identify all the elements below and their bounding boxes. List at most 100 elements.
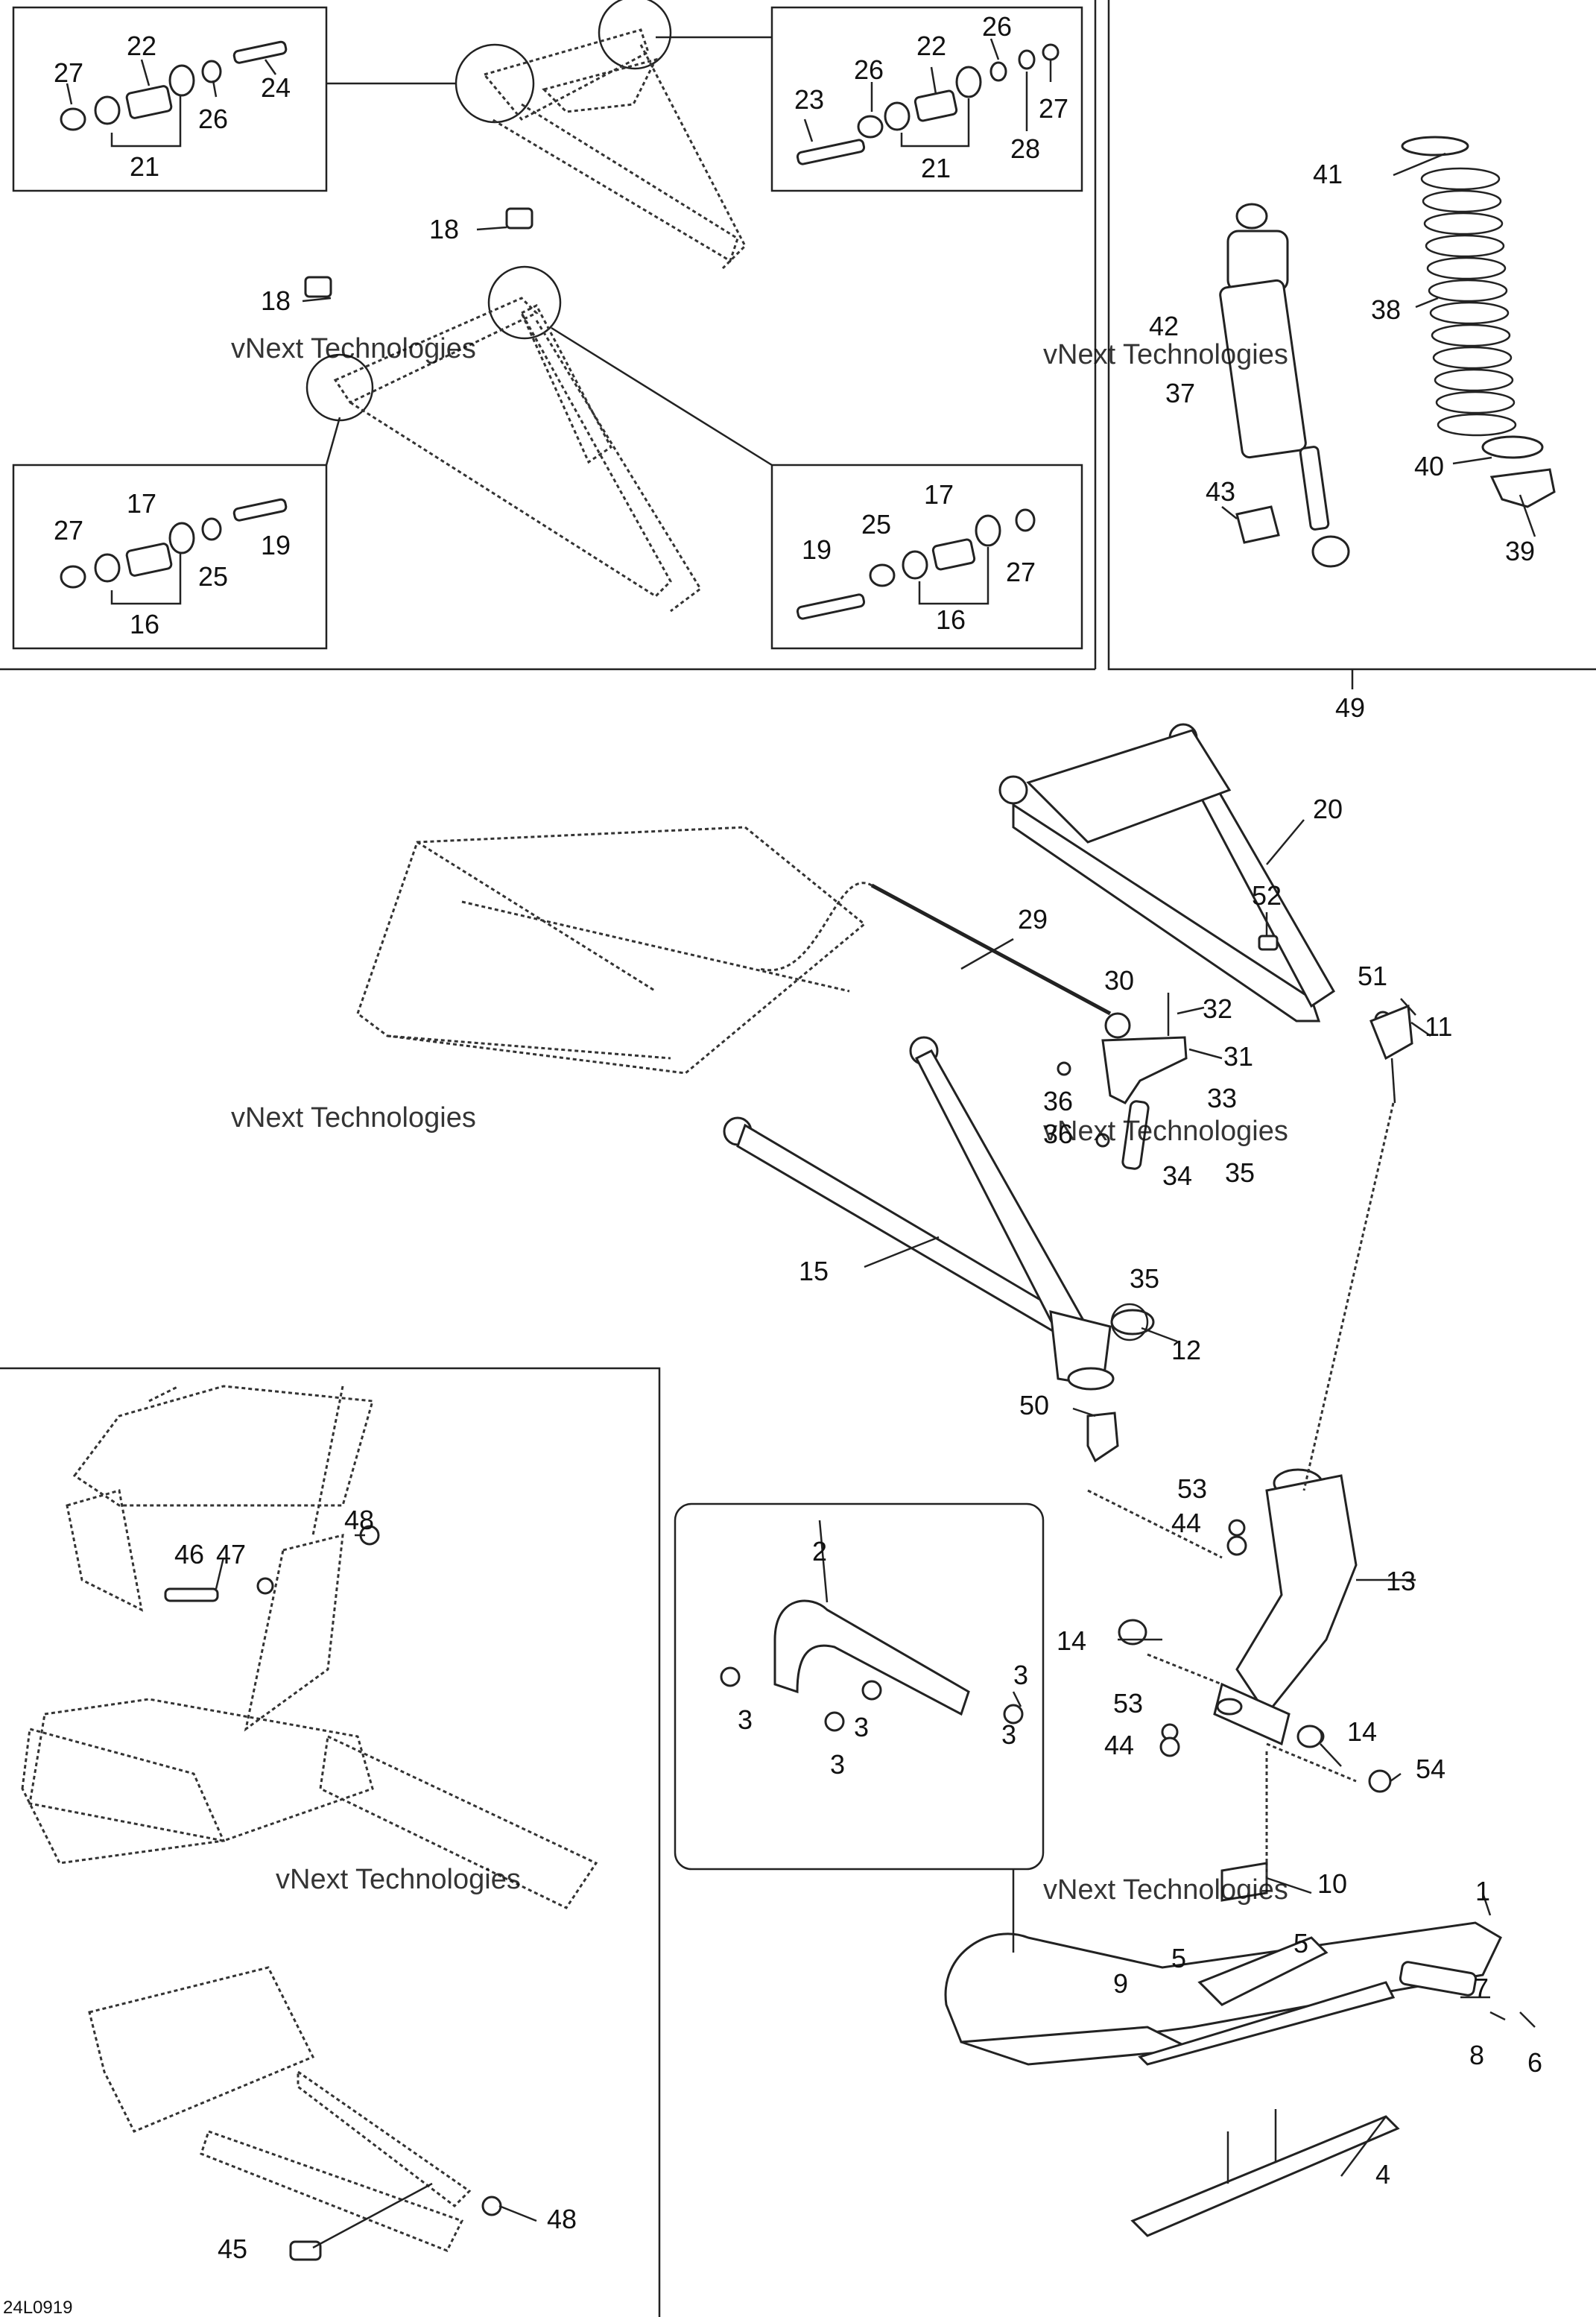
watermark-text-1: vNext Technologies: [231, 333, 476, 364]
watermarks: vNext Technologies vNext Technologies vN…: [231, 333, 1288, 1906]
callout-5b: 5: [1293, 1928, 1308, 1959]
shock-absorber: [1219, 203, 1350, 568]
callout-35b: 35: [1130, 1263, 1159, 1294]
callout-29: 29: [1018, 904, 1048, 935]
ski-runner-4: [1130, 2109, 1400, 2237]
callout-43: 43: [1206, 476, 1235, 507]
watermark-text-4: vNext Technologies: [1043, 1116, 1288, 1147]
callout-53b: 53: [1113, 1688, 1143, 1719]
watermark-text-5: vNext Technologies: [276, 1864, 521, 1895]
bushing-detail-16-right: [796, 508, 1036, 620]
callout-27c: 27: [54, 515, 83, 546]
callout-36b: 36: [1043, 1119, 1073, 1149]
callout-51: 51: [1358, 961, 1387, 991]
callout-21b: 21: [921, 153, 951, 183]
callout-3c: 3: [854, 1712, 869, 1742]
callout-3: 3: [1013, 1660, 1028, 1690]
callout-17b: 17: [924, 479, 954, 510]
callout-53: 53: [1177, 1473, 1207, 1504]
rear-suspension-sketch: [356, 826, 867, 1075]
callout-17: 17: [127, 488, 156, 519]
callout-52: 52: [1252, 880, 1282, 911]
callout-23: 23: [794, 84, 824, 115]
callout-30: 30: [1104, 965, 1134, 996]
callout-18: 18: [429, 214, 459, 244]
callout-48b: 48: [547, 2204, 577, 2234]
stabilizer-link-29: [759, 882, 1131, 1039]
callout-25: 25: [198, 561, 228, 592]
ski-1: [944, 1921, 1502, 2066]
callout-27: 27: [54, 57, 83, 88]
callout-10: 10: [1317, 1868, 1347, 1899]
watermark-text-2: vNext Technologies: [1043, 339, 1288, 370]
callout-47: 47: [216, 1539, 246, 1570]
callout-31: 31: [1223, 1041, 1253, 1072]
callout-27b: 27: [1039, 93, 1068, 124]
callout-3d: 3: [830, 1749, 845, 1780]
callout-14b: 14: [1347, 1716, 1377, 1747]
callout-27d: 27: [1006, 557, 1036, 587]
callout-25b: 25: [861, 509, 891, 540]
callout-11: 11: [1425, 1011, 1452, 1042]
callout-14: 14: [1057, 1625, 1086, 1656]
callout-12: 12: [1171, 1335, 1201, 1365]
callout-33: 33: [1207, 1083, 1237, 1113]
callout-8: 8: [1469, 2040, 1484, 2070]
steering-arm-31: [1057, 993, 1188, 1170]
callout-22b: 22: [916, 31, 946, 61]
callout-32: 32: [1203, 993, 1232, 1024]
callout-41: 41: [1313, 159, 1343, 189]
callout-16b: 16: [936, 604, 966, 635]
callout-15: 15: [799, 1256, 829, 1286]
spindle-13: [1213, 1468, 1358, 1747]
callout-28: 28: [1010, 133, 1040, 164]
callout-54: 54: [1416, 1754, 1445, 1784]
callout-44: 44: [1171, 1508, 1201, 1538]
callout-49: 49: [1335, 692, 1365, 723]
detail-box-lower-left: [12, 464, 328, 650]
callout-50: 50: [1019, 1390, 1049, 1420]
main-upper-a-arm-20: [998, 723, 1336, 1022]
callout-1: 1: [1475, 1876, 1490, 1906]
callout-16: 16: [130, 609, 159, 639]
watermark-text-3: vNext Technologies: [231, 1102, 476, 1134]
callout-26c: 26: [982, 11, 1012, 42]
ski-handle-2: [720, 1599, 1024, 1732]
callout-19b: 19: [802, 534, 832, 565]
callout-19: 19: [261, 530, 291, 560]
callout-21: 21: [130, 151, 159, 182]
callout-42: 42: [1149, 311, 1179, 341]
callout-26: 26: [198, 104, 228, 134]
callout-40: 40: [1414, 451, 1444, 481]
callout-3e: 3: [1001, 1719, 1016, 1750]
watermark-text-6: vNext Technologies: [1043, 1874, 1288, 1906]
diagram-code: 24L0919: [3, 2298, 72, 2317]
callout-35: 35: [1225, 1157, 1255, 1188]
callout-6: 6: [1527, 2047, 1542, 2078]
callout-13: 13: [1386, 1566, 1416, 1596]
coil-spring: [1401, 136, 1556, 508]
bushing-detail-16: [60, 498, 288, 605]
detail-box-lower-right: [770, 464, 1083, 650]
callout-37: 37: [1165, 378, 1195, 408]
callout-44b: 44: [1104, 1730, 1134, 1760]
detail-box-upper-right: [770, 6, 1083, 192]
leader-lines: [66, 38, 1536, 2249]
callout-36: 36: [1043, 1086, 1073, 1116]
detail-box-upper-left: [12, 6, 328, 192]
bushing-detail-21: [60, 40, 288, 148]
callout-9: 9: [1113, 1968, 1128, 1999]
callout-20: 20: [1313, 794, 1343, 824]
small-parts-mid: [1086, 1004, 1413, 1902]
callout-7: 7: [1474, 1973, 1489, 2003]
callout-39: 39: [1505, 536, 1535, 566]
callout-18b: 18: [261, 285, 291, 316]
callout-46: 46: [174, 1539, 204, 1570]
callout-45: 45: [218, 2234, 247, 2264]
callout-labels: 27 22 26 24 21 23 26 22 26 27 28 21 18 1…: [54, 11, 1542, 2264]
callout-38: 38: [1371, 294, 1401, 325]
callout-22: 22: [127, 31, 156, 61]
callout-48: 48: [344, 1505, 374, 1535]
